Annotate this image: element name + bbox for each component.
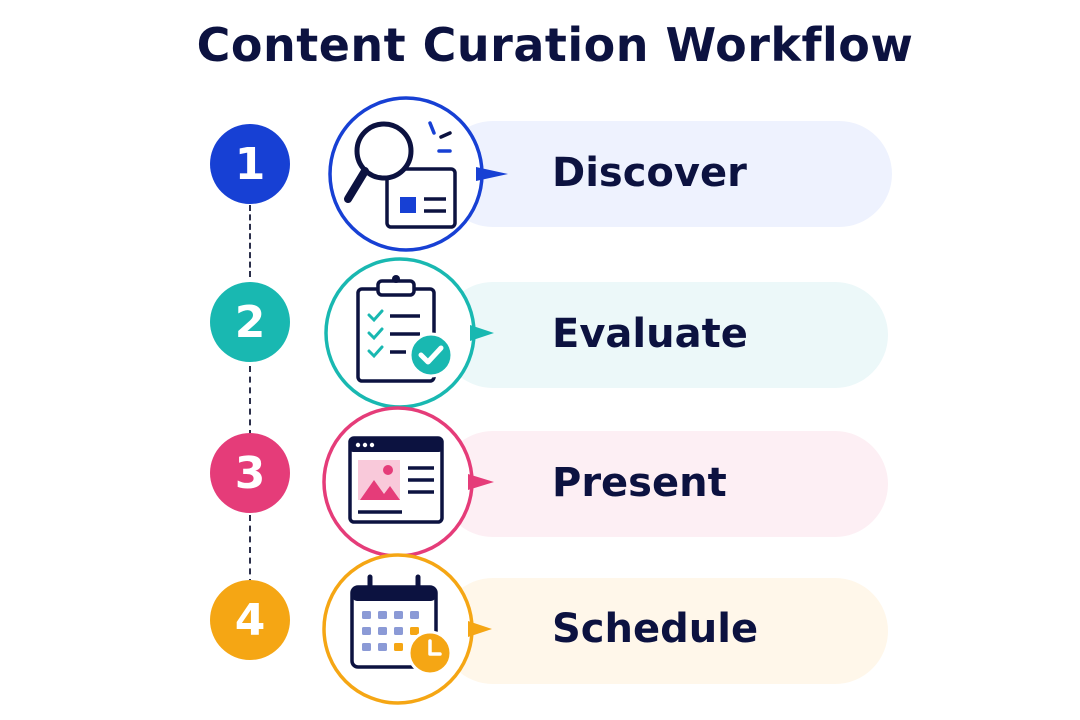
step-number-badge: 4 <box>210 580 290 660</box>
connector-line <box>249 366 251 436</box>
step-label: Present <box>552 460 727 506</box>
step-label-pill <box>440 578 888 684</box>
clipboard-checklist-icon <box>322 255 506 421</box>
magnifier-document-icon <box>326 93 510 259</box>
step-label-pill <box>440 431 888 537</box>
step-label: Schedule <box>552 606 759 652</box>
step-number-badge: 1 <box>210 124 290 204</box>
calendar-clock-icon <box>320 551 504 717</box>
step-label: Evaluate <box>552 311 748 357</box>
step-label-pill <box>440 121 892 227</box>
connector-line <box>249 515 251 585</box>
step-number-badge: 2 <box>210 282 290 362</box>
page-title: Content Curation Workflow <box>196 18 914 72</box>
connector-line <box>249 205 251 277</box>
web-page-image-icon <box>320 404 504 570</box>
step-label-pill <box>440 282 888 388</box>
step-number-badge: 3 <box>210 433 290 513</box>
step-label: Discover <box>552 150 747 196</box>
